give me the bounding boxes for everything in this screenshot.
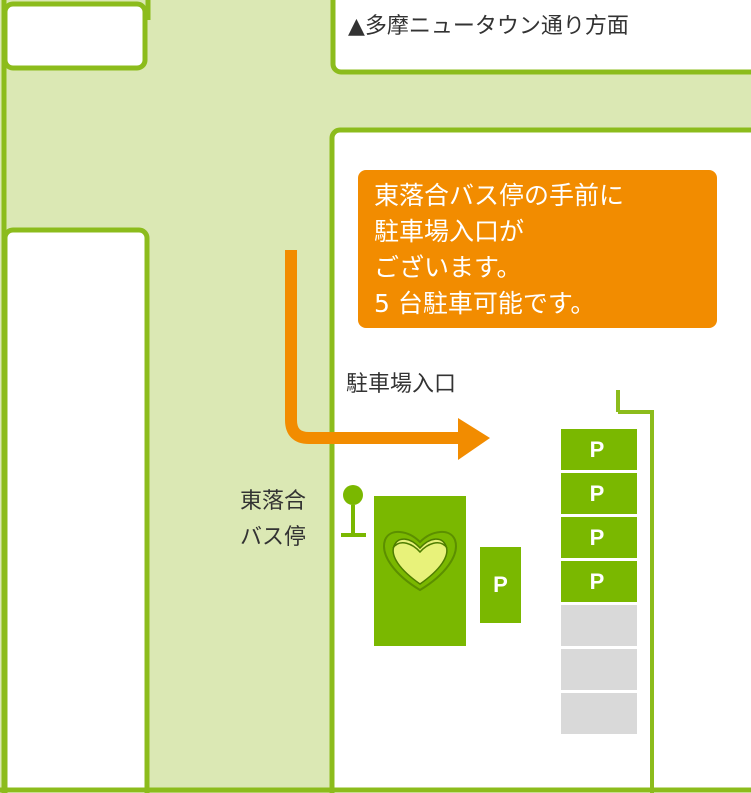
route-arrow-head <box>458 418 490 460</box>
heart-logo-icon <box>383 531 457 592</box>
block-left <box>2 227 150 793</box>
parking-space-empty <box>561 693 637 734</box>
bus-stop-icon <box>343 485 363 505</box>
parking-space-marked <box>561 429 637 470</box>
parking-entrance-callout: 東落合バス停の手前に 駐車場入口が ございます。 5 台駐車可能です。 <box>358 170 717 328</box>
callout-line-3: ございます。 <box>374 253 522 282</box>
parking-spaces <box>561 429 637 734</box>
callout-line-1: 東落合バス停の手前に <box>374 181 625 210</box>
parking-space-marked <box>561 561 637 602</box>
callout-line-4: 5 台駐車可能です。 <box>374 289 596 318</box>
parking-entrance-label: 駐車場入口 <box>346 372 457 397</box>
bus-stop-label-line-2: バス停 <box>240 525 307 550</box>
parking-space-empty <box>561 649 637 690</box>
block-top-left <box>2 1 148 71</box>
bus-stop-label-line-1: 東落合 <box>240 489 307 514</box>
parking-space-marked <box>561 517 637 558</box>
parking-lot-boundary <box>618 410 654 793</box>
callout-line-2: 駐車場入口が <box>374 217 525 246</box>
parking-space-label: P <box>589 437 605 462</box>
parking-space-label: P <box>589 569 605 594</box>
route-arrow <box>285 250 462 444</box>
parking-space-empty <box>561 605 637 646</box>
small-parking-sign: P <box>493 572 508 597</box>
small-parking-block <box>480 547 521 623</box>
parking-space-marked <box>561 473 637 514</box>
parking-space-label: P <box>589 481 605 506</box>
road-direction-label: ▲多摩ニュータウン通り方面 <box>348 14 629 39</box>
bus-stop-label: 東落合 バス停 <box>240 484 306 556</box>
parking-space-label: P <box>589 525 605 550</box>
block-top-right <box>330 0 751 75</box>
